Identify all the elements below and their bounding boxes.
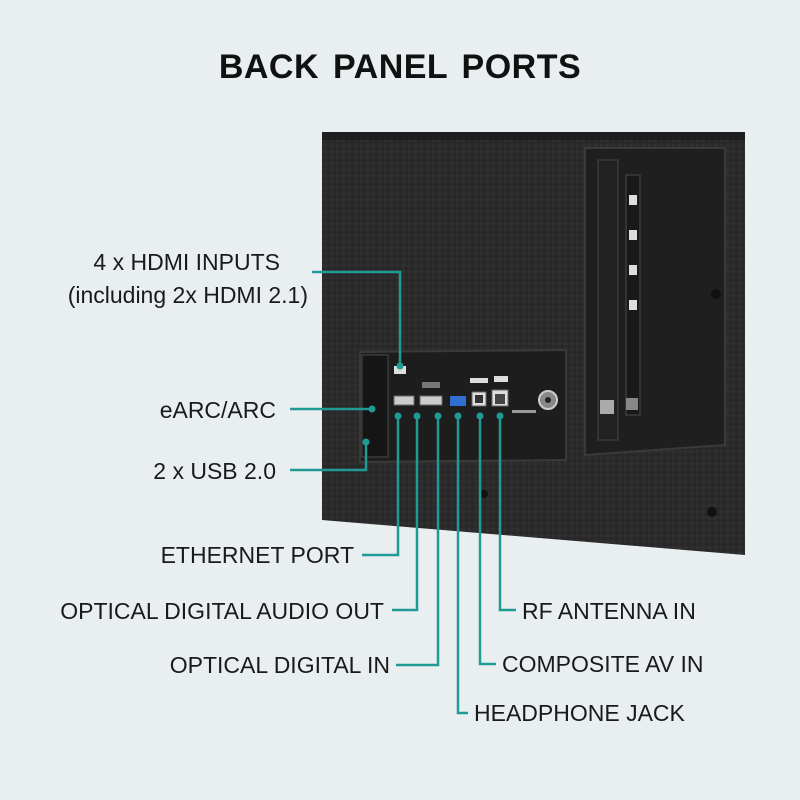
hdmi-label-line1: 4 x HDMI INPUTS [93,249,280,275]
usb-line [290,442,368,472]
hdmi-line [312,270,402,364]
optical-out-line [392,416,419,612]
ethernet-label: ETHERNET PORT [160,542,354,568]
optical-in-line [396,416,440,667]
composite-label: COMPOSITE AV IN [502,651,704,677]
headphone-line [456,416,468,715]
tv-back-body [322,132,745,555]
headphone-label: HEADPHONE JACK [474,700,685,726]
rf-label: RF ANTENNA IN [522,598,696,624]
rf-line [498,416,516,612]
earc-label: eARC/ARC [159,397,276,423]
hdmi-label-line2: (including 2x HDMI 2.1) [67,282,308,308]
callout-dots [362,362,504,446]
composite-line [478,416,496,666]
page-title: BACK PANEL PORTS [218,48,582,86]
callout-lines [290,270,516,715]
usb-label: 2 x USB 2.0 [153,458,276,484]
optical-out-label: OPTICAL DIGITAL AUDIO OUT [60,598,384,624]
ethernet-line [362,416,400,557]
optical-in-label: OPTICAL DIGITAL IN [169,652,390,678]
